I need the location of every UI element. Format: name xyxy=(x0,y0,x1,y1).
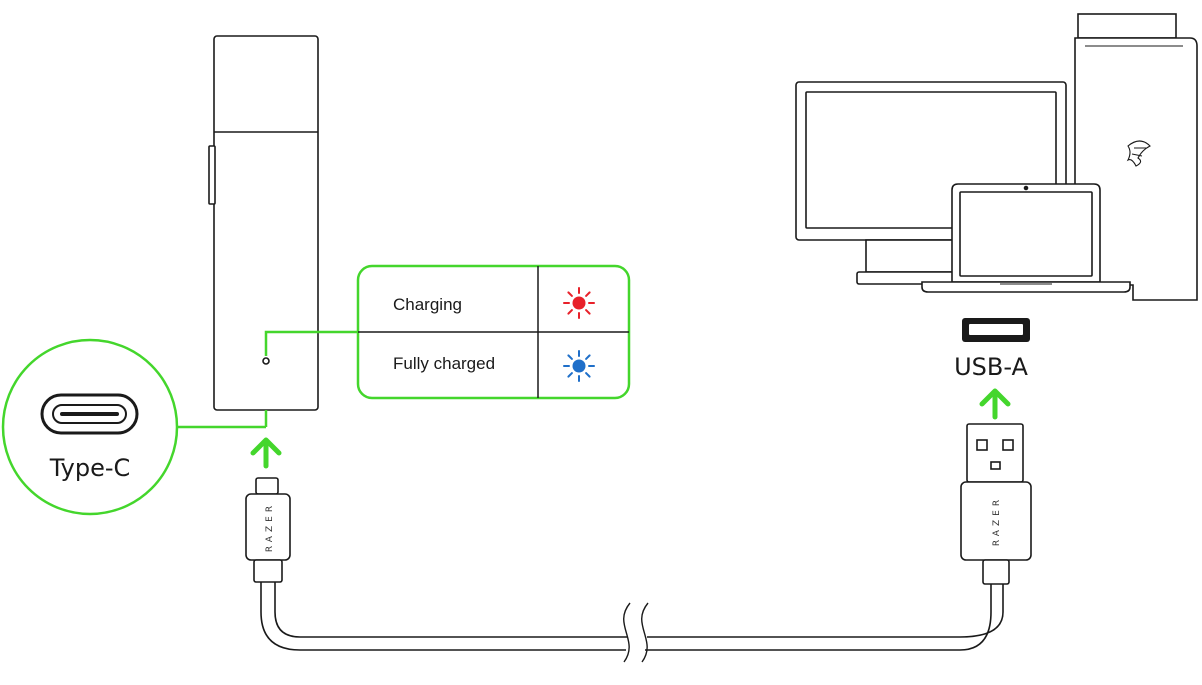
razer-wordmark-c-end: RAZER xyxy=(265,502,275,552)
led-ray xyxy=(585,309,591,315)
red-led-icon xyxy=(563,287,595,319)
led-ray xyxy=(567,291,573,297)
legend-label-fully-charged: Fully charged xyxy=(393,354,495,373)
led-dot xyxy=(572,359,586,373)
usb-c-plug: RAZER xyxy=(245,477,291,583)
led-ray xyxy=(567,354,573,360)
led-ray xyxy=(585,291,591,297)
blue-led-icon xyxy=(563,350,595,382)
led-dot xyxy=(572,296,586,310)
arrow-into-device xyxy=(250,437,282,469)
razer-logo xyxy=(1126,140,1151,167)
led-ray xyxy=(585,354,591,360)
usb-a-port-icon xyxy=(962,318,1030,342)
led-ray xyxy=(585,372,591,378)
legend-label-charging: Charging xyxy=(393,295,462,314)
laptop xyxy=(921,183,1131,293)
computer xyxy=(795,13,1198,301)
pc-tower xyxy=(1074,13,1198,301)
cable xyxy=(260,582,1004,663)
usb-type-c-port-icon xyxy=(40,393,139,435)
led-callout-line xyxy=(264,330,358,356)
arrow-into-computer xyxy=(979,388,1011,420)
usb-a-plug: RAZER xyxy=(960,423,1032,585)
usb-a-label: USB-A xyxy=(954,353,1028,381)
type-c-callout: Type-C xyxy=(1,338,268,516)
device-led xyxy=(262,357,270,365)
led-legend: Charging Fully charged xyxy=(356,264,631,400)
led-ray xyxy=(567,372,573,378)
razer-wordmark-a-end: RAZER xyxy=(992,496,1002,546)
device xyxy=(208,35,319,411)
type-c-label: Type-C xyxy=(49,454,131,482)
led-ray xyxy=(567,309,573,315)
